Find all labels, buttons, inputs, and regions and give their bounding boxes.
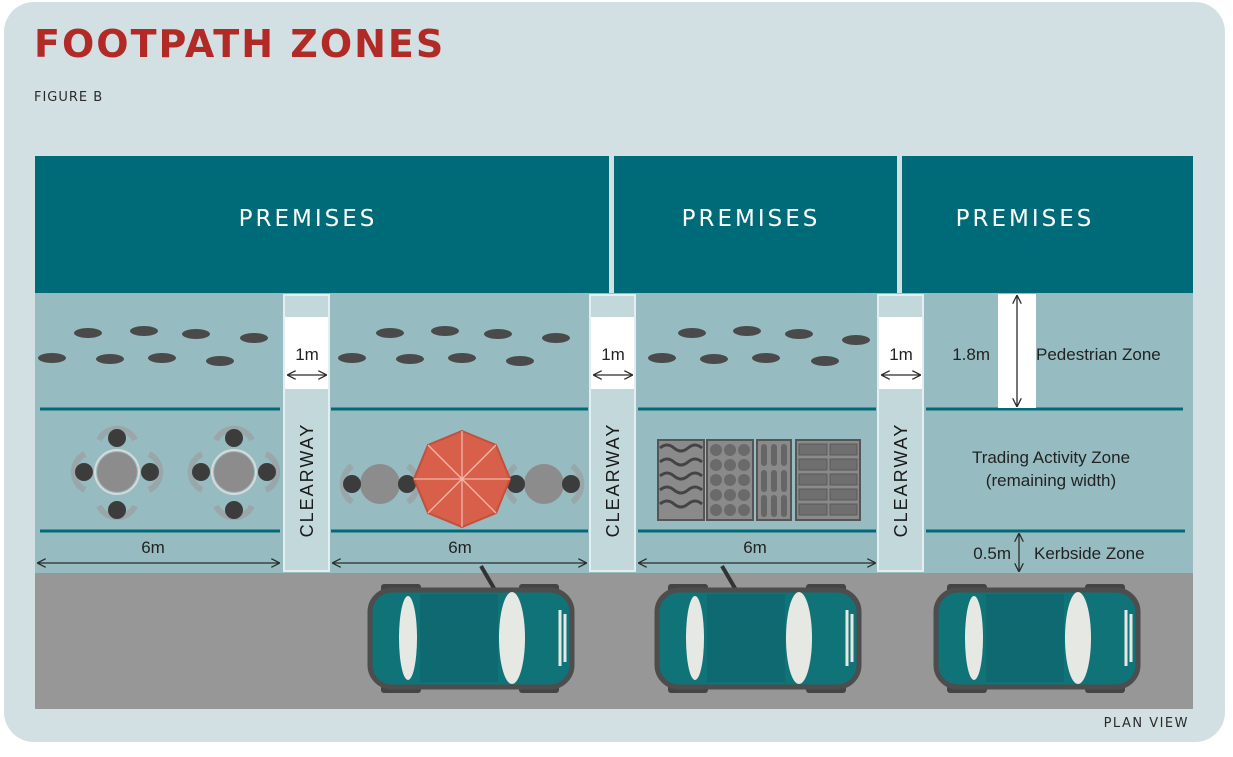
premises-block-2 <box>614 156 897 293</box>
trading-zone-label: Trading Activity Zone <box>972 448 1130 467</box>
premises-row: PREMISES PREMISES PREMISES <box>35 156 1193 293</box>
clearway: 1m CLEARWAY <box>877 294 924 572</box>
plan-view-label: PLAN VIEW <box>1103 716 1189 731</box>
segment-dimension: 6m <box>38 538 279 563</box>
kerbside-zone-label: Kerbside Zone <box>1034 544 1145 563</box>
segment-dimension: 6m <box>333 538 586 563</box>
premises-label: PREMISES <box>239 206 378 232</box>
cafe-table-icon <box>339 463 421 505</box>
premises-label: PREMISES <box>682 206 821 232</box>
clearway-label: CLEARWAY <box>297 423 317 538</box>
cafe-table-icon <box>187 425 281 521</box>
segment-width-label: 6m <box>448 538 472 557</box>
premises-label: PREMISES <box>956 206 1095 232</box>
pedestrian-zone-width: 1.8m <box>952 345 990 364</box>
clearway: 1m CLEARWAY <box>589 294 636 572</box>
umbrella-icon <box>412 429 512 529</box>
clearway-label: CLEARWAY <box>891 423 911 538</box>
zone-lines <box>40 407 1185 533</box>
trading-zone-annotation: Trading Activity Zone (remaining width) <box>972 448 1130 490</box>
page-title: FOOTPATH ZONES <box>34 22 446 66</box>
clearway-width-label: 1m <box>295 345 319 364</box>
car-icon <box>933 584 1141 693</box>
display-goods-icon <box>657 439 861 521</box>
clearway-label: CLEARWAY <box>603 423 623 538</box>
segment-width-label: 6m <box>743 538 767 557</box>
car-icon <box>654 564 862 693</box>
trading-zone-note: (remaining width) <box>986 471 1116 490</box>
cafe-table-icon <box>70 425 164 521</box>
clearway-width-label: 1m <box>889 345 913 364</box>
segment-dimension: 6m <box>639 538 875 563</box>
pedestrian-zone-annotation: 1.8m Pedestrian Zone <box>952 294 1161 408</box>
premises-block-3 <box>902 156 1193 293</box>
clearway: 1m CLEARWAY <box>283 294 330 572</box>
footprints-icon <box>38 326 870 366</box>
kerbside-zone-width: 0.5m <box>973 544 1011 563</box>
clearway-width-label: 1m <box>601 345 625 364</box>
premises-block-1 <box>35 156 609 293</box>
figure-label: FIGURE B <box>34 90 104 105</box>
pedestrian-zone-label: Pedestrian Zone <box>1036 345 1161 364</box>
segment-width-label: 6m <box>141 538 165 557</box>
kerbside-zone-annotation: 0.5m Kerbside Zone <box>973 534 1145 571</box>
car-icon <box>367 564 575 693</box>
